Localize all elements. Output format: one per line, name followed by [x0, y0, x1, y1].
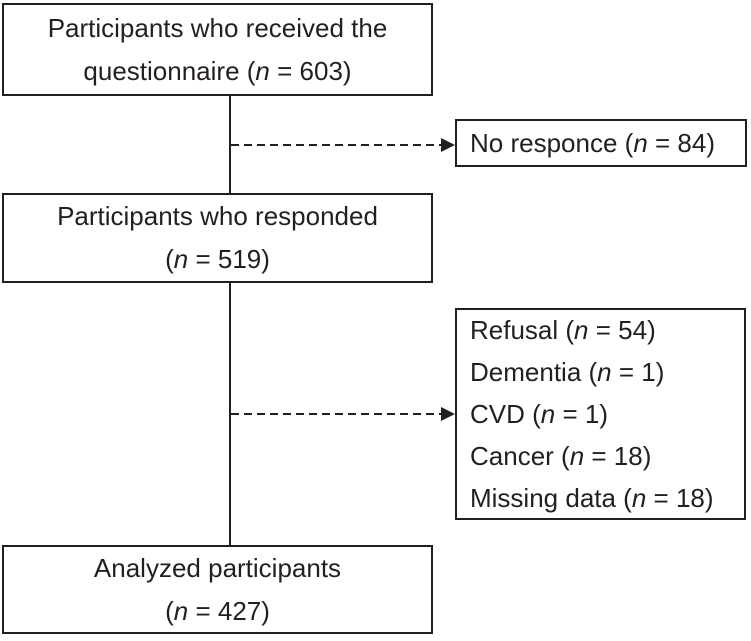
text-line: (n = 519)	[165, 244, 270, 274]
text-line: CVD (n = 1)	[470, 399, 608, 429]
connector-line-responded-to-analyzed	[229, 283, 231, 545]
box-no-response: No responce (n = 84)	[455, 119, 747, 167]
text-line: questionnaire (n = 603)	[83, 55, 352, 86]
text-line: No responce (n = 84)	[470, 128, 715, 158]
text-line: Cancer (n = 18)	[470, 441, 652, 471]
arrowhead-no-response	[441, 138, 455, 152]
box-participants-received: Participants who received the questionnai…	[2, 3, 433, 96]
text-line: Dementia (n = 1)	[470, 357, 665, 387]
text-line: Missing data (n = 18)	[470, 483, 714, 513]
text-line: Refusal (n = 54)	[470, 315, 656, 345]
arrowhead-exclusions	[441, 407, 455, 421]
text-line: Analyzed participants	[93, 552, 342, 583]
connector-line-received-to-responded	[229, 96, 231, 193]
dashed-arrow-line-no-response	[231, 144, 442, 146]
dashed-arrow-line-exclusions	[231, 413, 442, 415]
text-line: Participants who received the	[47, 12, 388, 43]
box-analyzed-participants: Analyzed participants (n = 427)	[2, 545, 433, 634]
box-exclusions: Refusal (n = 54) Dementia (n = 1) CVD (n =…	[455, 308, 746, 520]
box-participants-responded: Participants who responded (n = 519)	[2, 193, 433, 283]
text-line: Participants who responded	[57, 201, 378, 231]
text-line: (n = 427)	[165, 595, 270, 626]
